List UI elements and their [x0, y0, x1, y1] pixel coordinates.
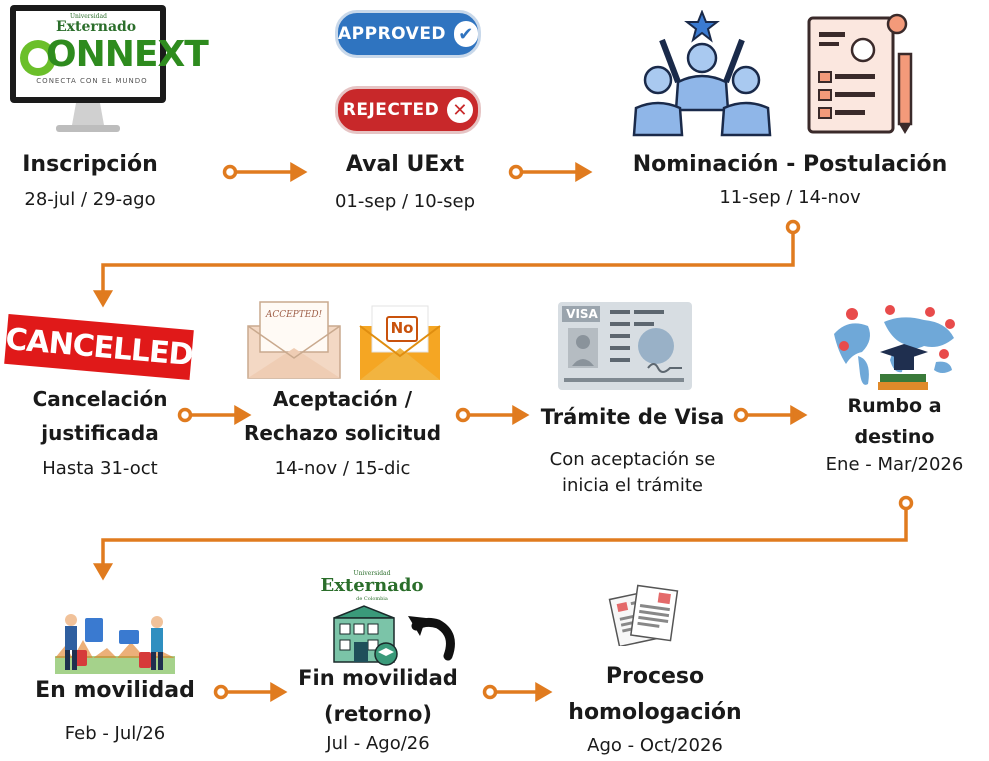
step-homologacion-date: Ago - Oct/2026: [587, 735, 723, 756]
approved-stamp: APPROVED ✔: [335, 10, 481, 58]
visa-card-icon: VISA: [558, 302, 692, 390]
connext-brand-sub: Universidad: [70, 13, 107, 20]
arrow-cancelacion-aceptacion: [177, 404, 252, 426]
visa-label: VISA: [566, 307, 598, 321]
externado-logo-text: Externado: [320, 575, 424, 596]
step-visa-date-2: inicia el trámite: [561, 475, 703, 496]
step-aceptacion-date: 14-nov / 15-dic: [274, 458, 411, 479]
arrow-aceptacion-visa: [455, 404, 530, 426]
arrow-visa-rumbo: [733, 404, 808, 426]
travelers-mobility-icon: [55, 612, 175, 674]
nomination-people-icon: [628, 9, 776, 138]
application-form-icon: [805, 12, 917, 136]
step-rumbo-title-2: destino: [854, 426, 935, 448]
arrow-movilidad-fin: [213, 681, 288, 703]
step-aceptacion-title-2: Rechazo solicitud: [243, 421, 442, 445]
connector-row1-row2: [92, 219, 801, 308]
arrow-inscripcion-aval: [222, 161, 308, 183]
cancelled-stamp-label: CANCELLED: [4, 321, 194, 373]
rejected-envelope-icon: No: [358, 300, 442, 382]
step-inscripcion-title: Inscripción: [22, 152, 158, 177]
externado-return-icon: Universidad Externado de Colombia: [312, 570, 462, 668]
step-inscripcion-date: 28-jul / 29-ago: [24, 189, 156, 210]
step-aval-title: Aval UExt: [345, 152, 465, 177]
step-cancelacion-date: Hasta 31-oct: [42, 458, 158, 479]
step-aval-date: 01-sep / 10-sep: [334, 191, 476, 212]
step-rumbo-title-1: Rumbo a: [847, 395, 942, 417]
world-destinations-icon: [828, 304, 960, 394]
accepted-envelope-icon: ACCEPTED!: [246, 298, 342, 380]
arrow-aval-nominacion: [508, 161, 593, 183]
step-cancelacion-title-1: Cancelación: [32, 387, 168, 411]
step-aceptacion-title-1: Aceptación /: [272, 387, 413, 411]
step-rumbo-date: Ene - Mar/2026: [825, 454, 964, 475]
connector-row2-row3: [92, 495, 914, 581]
x-icon: ✕: [447, 97, 474, 123]
rejected-stamp-label: REJECTED: [342, 100, 440, 120]
check-icon: ✔: [454, 21, 478, 47]
step-nominacion-date: 11-sep / 14-nov: [719, 187, 861, 208]
arrow-fin-homologacion: [482, 681, 553, 703]
no-letter-text: No: [386, 316, 418, 342]
step-fin-title-1: Fin movilidad: [298, 666, 458, 690]
externado-logo-sub: Universidad: [353, 570, 391, 577]
connext-tagline: CONECTA CON EL MUNDO: [36, 77, 148, 85]
accepted-letter-text: ACCEPTED!: [265, 310, 323, 320]
step-homologacion-title-1: Proceso: [605, 664, 705, 689]
step-nominacion-title: Nominación - Postulación: [632, 152, 948, 177]
step-movilidad-title: En movilidad: [35, 678, 195, 703]
externado-logo-sub2: de Colombia: [356, 596, 388, 602]
step-fin-title-2: (retorno): [324, 702, 432, 726]
step-movilidad-date: Feb - Jul/26: [64, 723, 166, 744]
connext-brand: Externado: [56, 19, 137, 35]
step-homologacion-title-2: homologación: [568, 700, 742, 725]
homologation-documents-icon: [608, 584, 680, 648]
approved-stamp-label: APPROVED: [338, 24, 447, 44]
connext-logo-text: ONNEXT: [46, 34, 209, 75]
step-fin-date: Jul - Ago/26: [326, 733, 430, 754]
rejected-stamp: REJECTED ✕: [335, 86, 481, 134]
step-visa-title: Trámite de Visa: [540, 405, 725, 429]
step-cancelacion-title-2: justificada: [41, 421, 159, 445]
step-visa-date-1: Con aceptación se: [549, 449, 716, 470]
connext-monitor-image: Universidad Externado ONNEXT CONECTA CON…: [8, 3, 209, 138]
